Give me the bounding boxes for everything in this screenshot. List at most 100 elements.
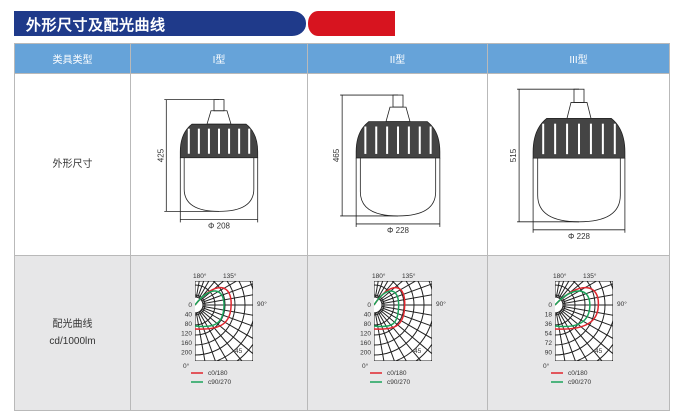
header-type-1: I型 [130,43,308,74]
radial-tick: 160 [181,340,192,347]
grid-ray [199,280,216,299]
grid-ray [560,280,584,300]
radial-tick: 72 [544,340,552,347]
dimensions-label: 外形尺寸 [14,73,131,256]
curve-c90-270 [554,289,591,327]
grid-ray [379,309,432,354]
grid-ray [380,282,432,303]
polar-grid [373,280,432,361]
grid-ray [197,311,216,361]
radial-tick: 90 [544,349,552,356]
height-value: 515 [509,148,518,162]
grid-ray [198,311,228,361]
legend-c90: c90/270 [387,379,411,386]
angle-45: 45 [595,348,603,355]
header-type-3: III型 [487,43,670,74]
grid-ray [201,308,253,339]
curve-label-title: 配光曲线 [52,319,93,330]
lamp-hook [392,94,403,108]
curve-c0-180 [554,286,599,330]
angle-45: 45 [235,348,243,355]
radial-tick: 18 [544,311,552,318]
legend-c0: c0/180 [387,370,407,377]
grid-ray [381,305,432,316]
grid-ray [379,280,403,300]
grid-ray [561,308,613,339]
angle-135: 135° [223,272,237,280]
angle-90: 90° [257,300,267,308]
grid-ray [562,293,613,304]
lamp-outline [339,94,440,227]
radial-tick: 0 [188,302,192,309]
angle-45: 45 [414,348,422,355]
grid-ray [562,305,613,316]
section-title: 外形尺寸及配光曲线 [26,17,166,34]
radial-tick: 120 [181,330,192,337]
grid-ray [559,310,603,361]
curve-c90-270 [195,289,225,327]
radial-tick: 80 [363,321,371,328]
header-row: 类具类型 I型 II型 III型 [14,43,670,74]
grid-ray [202,293,253,304]
lamp-cell: 515 Φ 228 [487,73,670,256]
polar-grid [195,280,253,361]
title-bar-red [308,11,395,36]
angle-0: 0° [362,362,369,370]
grid-ray [380,308,432,339]
lamp-cell: 425 Φ 208 [130,73,308,256]
grid-ray [378,280,395,299]
angle-135: 135° [583,272,597,280]
grid-ray [195,312,206,361]
angle-135: 135° [402,272,416,280]
curve-label-unit: cd/1000lm [49,336,96,347]
lamp-hook [573,88,584,103]
angle-180: 180° [553,272,567,280]
radial-tick: 160 [360,340,371,347]
grid-ray [556,311,576,361]
grid-ray [199,310,243,361]
lamp-outline [164,98,259,222]
angle-180: 180° [193,272,207,280]
radial-tick: 80 [185,321,193,328]
diameter-value: Φ 228 [387,225,410,234]
legend-c0: c0/180 [568,370,588,377]
legend-c0: c0/180 [208,370,228,377]
height-value: 425 [156,148,165,162]
header-type-2: II型 [307,43,488,74]
legend-c90: c90/270 [568,379,592,386]
lamp-glass [359,157,436,216]
lamp-glass [183,157,255,212]
curve-c0-180 [195,286,232,330]
angle-180: 180° [372,272,386,280]
header-lamp-type: 类具类型 [14,43,131,74]
grid-ray [377,311,407,361]
title-bar-blue [14,11,306,36]
grid-ray [380,306,432,327]
radial-tick: 36 [544,321,552,328]
polar-grid [554,280,613,361]
grid-ray [201,280,238,301]
angle-0: 0° [543,362,550,370]
grid-ray [202,305,253,316]
legend-c90: c90/270 [208,379,232,386]
angle-90: 90° [617,300,627,308]
grid-ray [381,293,432,304]
grid-ray [380,280,417,301]
curve-c0-180 [373,286,405,330]
grid-ray [559,280,576,299]
radial-tick: 0 [548,302,552,309]
lamp-drawing: 515 Φ 228 [509,88,625,240]
grid-ray [555,312,565,361]
diameter-value: Φ 208 [208,221,231,230]
grid-ray [561,282,613,303]
radial-tick: 40 [363,311,371,318]
polar-chart: 180°135°90°450°04080120160200c0/180c90/2… [181,272,267,386]
diameter-value: Φ 228 [568,231,591,240]
lamp-neck [565,101,592,119]
origin [554,296,563,313]
